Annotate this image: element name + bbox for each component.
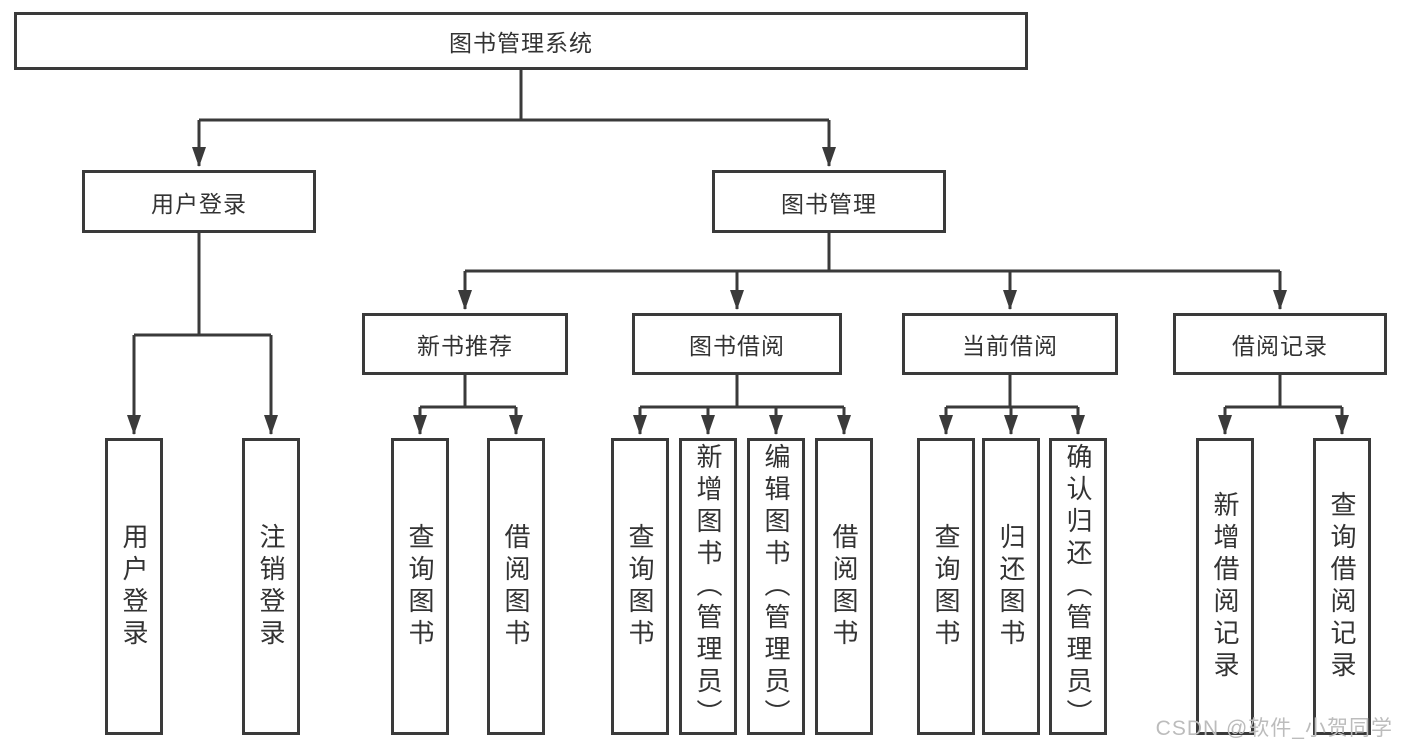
leaf-borrow-books: 借阅图书 [487,438,545,735]
leaf-user-login: 用户登录 [105,438,163,735]
node-label: 用户登录 [151,190,247,217]
node-label: 当前借阅 [962,333,1058,359]
leaf-add-borrow-record: 新增借阅记录 [1196,438,1254,735]
node-root-library-system: 图书管理系统 [14,12,1028,70]
node-label: 新书推荐 [417,333,513,359]
leaf-query-books-2: 查询图书 [611,438,669,735]
node-label: 图书管理系统 [449,30,593,56]
node-book-management: 图书管理 [712,170,946,233]
node-new-book-recommend: 新书推荐 [362,313,568,375]
leaf-confirm-return-admin: 确认归还（管理员） [1049,438,1107,735]
leaf-add-book-admin: 新增图书（管理员） [679,438,737,735]
node-borrow-records: 借阅记录 [1173,313,1387,375]
leaf-label: 用户登录 [119,522,149,651]
leaf-return-book: 归还图书 [982,438,1040,735]
leaf-query-books-3: 查询图书 [917,438,975,735]
leaf-label: 编辑图书（管理员） [761,442,791,731]
leaf-label: 查询图书 [625,522,655,651]
leaf-label: 新增图书（管理员） [693,442,723,731]
csdn-watermark: CSDN @软件_小贺同学 [1155,717,1393,740]
leaf-logout: 注销登录 [242,438,300,735]
leaf-query-books: 查询图书 [391,438,449,735]
leaf-query-borrow-record: 查询借阅记录 [1313,438,1371,735]
leaf-label: 注销登录 [256,522,286,651]
leaf-label: 借阅图书 [501,522,531,651]
node-label: 图书管理 [781,190,877,217]
leaf-label: 新增借阅记录 [1210,490,1240,683]
leaf-label: 确认归还（管理员） [1063,442,1093,731]
leaf-label: 查询借阅记录 [1327,490,1357,683]
leaf-label: 归还图书 [996,522,1026,651]
node-current-borrow: 当前借阅 [902,313,1118,375]
leaf-borrow-books-2: 借阅图书 [815,438,873,735]
node-book-borrow: 图书借阅 [632,313,842,375]
node-user-login: 用户登录 [82,170,316,233]
leaf-label: 借阅图书 [829,522,859,651]
leaf-label: 查询图书 [931,522,961,651]
node-label: 借阅记录 [1232,333,1328,359]
node-label: 图书借阅 [689,333,785,359]
leaf-edit-book-admin: 编辑图书（管理员） [747,438,805,735]
leaf-label: 查询图书 [405,522,435,651]
